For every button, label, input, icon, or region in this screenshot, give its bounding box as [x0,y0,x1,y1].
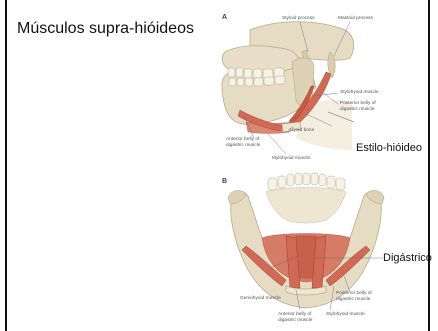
label-posterior-belly-b-line1: Posterior belly of [336,291,372,297]
callout-stylohyoid: Estilo-hióideo [356,142,422,154]
label-anterior-belly-b-line1: Anterior belly of [278,312,311,318]
label-hyoid-bone: Hyoid bone [290,128,314,134]
label-geniohyoid-muscle: Geniohyoid muscle [240,296,281,302]
label-posterior-belly-b-line2: digastric muscle [336,297,370,303]
callout-digastric: Digástrico [383,252,432,264]
label-styloid-process: Styloid process [282,16,315,22]
label-posterior-belly-a-line1: Posterior belly of [340,101,376,107]
label-anterior-belly-a-line1: Anterior belly of [226,137,259,143]
label-mastoid-process: Mastoid process [338,16,373,22]
label-stylohyoid-muscle-a: Stylohyoid muscle [340,90,379,96]
label-anterior-belly-a-line2: digastric muscle [226,143,260,149]
figure-b-letter: B [222,178,227,185]
label-posterior-belly-a-line2: digastric muscle [340,107,374,113]
label-mylohyoid-muscle: Mylohyoid muscle [272,156,310,162]
label-anterior-belly-b-line2: digastric muscle [278,318,312,324]
label-stylohyoid-muscle-b: Stylohyoid muscle [326,312,365,318]
figure-a-letter: A [222,14,227,21]
